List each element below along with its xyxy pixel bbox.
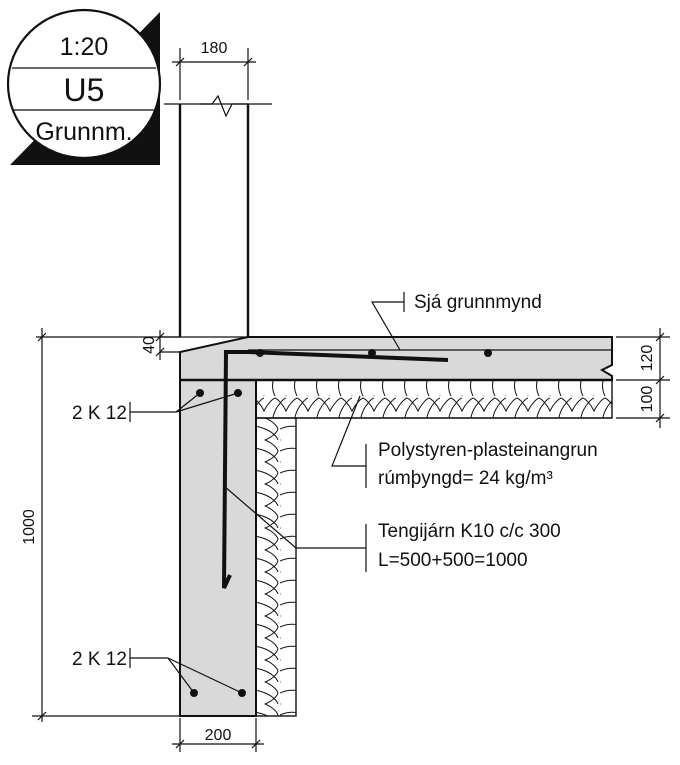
- dim-footing-height: 1000: [21, 509, 38, 545]
- label-rebar-top-group: 2 K 12: [72, 392, 239, 424]
- dim-insulation-thickness: 100: [639, 386, 656, 413]
- footing-wall: [179, 379, 257, 717]
- label-insulation-line1: Polystyren-plasteinangrun: [378, 440, 598, 461]
- label-dowel-line1: Tengijárn K10 c/c 300: [378, 521, 561, 542]
- slab-bar-2: [368, 349, 376, 357]
- insulation-side: [255, 417, 297, 717]
- badge-code: U5: [64, 72, 105, 108]
- wall-above: 180: [164, 40, 272, 337]
- dim-wall-thickness: 180: [201, 40, 228, 57]
- badge-scale: 1:20: [60, 33, 109, 61]
- dim-footing-width: 200: [205, 727, 232, 744]
- label-insulation-line2: rúmþyngd= 24 kg/m³: [378, 468, 553, 489]
- slab-bar-3: [484, 349, 492, 357]
- dim-slab-edge: 40: [141, 336, 158, 354]
- scale-badge: 1:20 U5 Grunnm.: [6, 8, 162, 165]
- label-rebar-bottom: 2 K 12: [72, 649, 127, 670]
- break-symbol: [200, 94, 248, 118]
- dims-left: 40 1000: [21, 328, 180, 722]
- label-see-plan: Sjá grunnmynd: [414, 292, 542, 313]
- label-rebar-top: 2 K 12: [72, 403, 127, 424]
- reinforcement: [190, 349, 612, 697]
- badge-circle: [6, 8, 162, 160]
- insulation-under-slab: [255, 379, 613, 419]
- label-insulation-group: Polystyren-plasteinangrun rúmþyngd= 24 k…: [331, 395, 598, 489]
- dim-slab-thickness: 120: [639, 345, 656, 372]
- label-dowel-line2: L=500+500=1000: [378, 550, 528, 571]
- badge-sub: Grunnm.: [35, 118, 132, 146]
- dim-bottom: 200: [172, 718, 264, 752]
- dowel-bar: [222, 350, 449, 589]
- dims-right: 120 100: [616, 328, 670, 428]
- label-rebar-bottom-group: 2 K 12: [72, 648, 243, 694]
- label-dowel-group: Tengijárn K10 c/c 300 L=500+500=1000: [223, 485, 561, 572]
- slab-bar-1: [256, 349, 264, 357]
- label-see-plan-group: Sjá grunnmynd: [370, 292, 542, 351]
